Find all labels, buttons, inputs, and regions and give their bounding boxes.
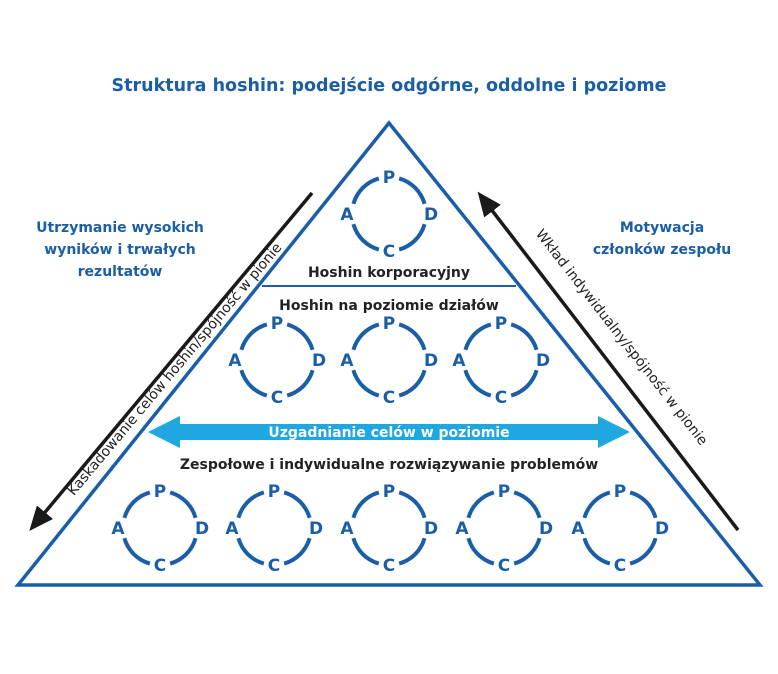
pdca-letter-p: P: [614, 482, 626, 502]
pdca-letter-c: C: [383, 556, 395, 576]
pdca-cycle-ring: [235, 489, 313, 567]
pdca-letter-p: P: [383, 482, 395, 502]
pdca-cycle-ring: [121, 489, 199, 567]
pdca-letter-d: D: [655, 519, 669, 539]
pdca-letter-c: C: [271, 388, 283, 408]
pdca-cycle: P D C A: [340, 482, 438, 576]
pdca-letter-a: A: [452, 351, 466, 371]
pdca-letter-d: D: [312, 351, 326, 371]
pdca-letter-a: A: [455, 519, 469, 539]
pdca-cycle-ring: [350, 175, 428, 253]
pdca-letter-a: A: [571, 519, 585, 539]
contribution-up-arrow: [477, 191, 740, 532]
left-note-line2: wyników i trwałych: [44, 242, 195, 258]
horizontal-arrow-label: Uzgadnianie celów w poziomie: [268, 425, 509, 441]
pdca-cycle-ring: [350, 321, 428, 399]
pdca-letter-d: D: [195, 519, 209, 539]
cascade-down-arrow: [29, 191, 314, 532]
pdca-letter-d: D: [536, 351, 550, 371]
pdca-letter-d: D: [309, 519, 323, 539]
pdca-letter-c: C: [154, 556, 166, 576]
pdca-letter-d: D: [424, 205, 438, 225]
pdca-cycle: P D C A: [340, 314, 438, 408]
right-note-line1: Motywacja: [620, 220, 704, 236]
left-note-line3: rezultatów: [78, 264, 163, 280]
pdca-cycle: P D C A: [111, 482, 209, 576]
pdca-cycle: P D C A: [340, 168, 438, 262]
pdca-cycle-ring: [350, 489, 428, 567]
pdca-letter-c: C: [498, 556, 510, 576]
pdca-letter-p: P: [383, 168, 395, 188]
level3-label: Zespołowe i indywidualne rozwiązywanie p…: [180, 457, 598, 473]
pdca-cycle-ring: [238, 321, 316, 399]
pdca-cycles: P D C A P D C A P D C A P D C A P D C A P D C A P D C A P D C A P D C A: [111, 168, 669, 576]
pdca-cycle-ring: [462, 321, 540, 399]
pdca-letter-c: C: [495, 388, 507, 408]
pdca-cycle-ring: [581, 489, 659, 567]
pdca-cycle: P D C A: [228, 314, 326, 408]
pdca-letter-p: P: [271, 314, 283, 334]
pdca-letter-p: P: [383, 314, 395, 334]
right-arrow-label: Wkład indywidualny/spójność w pionie: [532, 226, 710, 448]
pyramid-triangle: [14, 120, 764, 587]
pdca-letter-d: D: [539, 519, 553, 539]
pdca-cycle: P D C A: [571, 482, 669, 576]
pdca-cycle: P D C A: [225, 482, 323, 576]
pdca-letter-a: A: [340, 351, 354, 371]
pdca-letter-a: A: [111, 519, 125, 539]
horizontal-alignment-arrow: [148, 416, 630, 448]
diagram-title: Struktura hoshin: podejście odgórne, odd…: [112, 76, 667, 96]
pdca-letter-c: C: [383, 388, 395, 408]
pdca-letter-d: D: [424, 519, 438, 539]
pdca-cycle: P D C A: [452, 314, 550, 408]
left-note-line1: Utrzymanie wysokich: [36, 220, 204, 236]
pdca-cycle-ring: [465, 489, 543, 567]
pdca-letter-a: A: [225, 519, 239, 539]
pdca-letter-a: A: [228, 351, 242, 371]
pdca-letter-d: D: [424, 351, 438, 371]
pdca-letter-p: P: [495, 314, 507, 334]
level1-label: Hoshin korporacyjny: [308, 265, 470, 281]
pdca-letter-c: C: [383, 242, 395, 262]
pdca-letter-a: A: [340, 519, 354, 539]
pdca-letter-c: C: [614, 556, 626, 576]
pdca-letter-p: P: [498, 482, 510, 502]
level2-label: Hoshin na poziomie działów: [279, 298, 499, 314]
pdca-letter-a: A: [340, 205, 354, 225]
pdca-letter-p: P: [268, 482, 280, 502]
pdca-letter-c: C: [268, 556, 280, 576]
pdca-cycle: P D C A: [455, 482, 553, 576]
right-note-line2: członków zespołu: [593, 242, 731, 258]
pdca-letter-p: P: [154, 482, 166, 502]
